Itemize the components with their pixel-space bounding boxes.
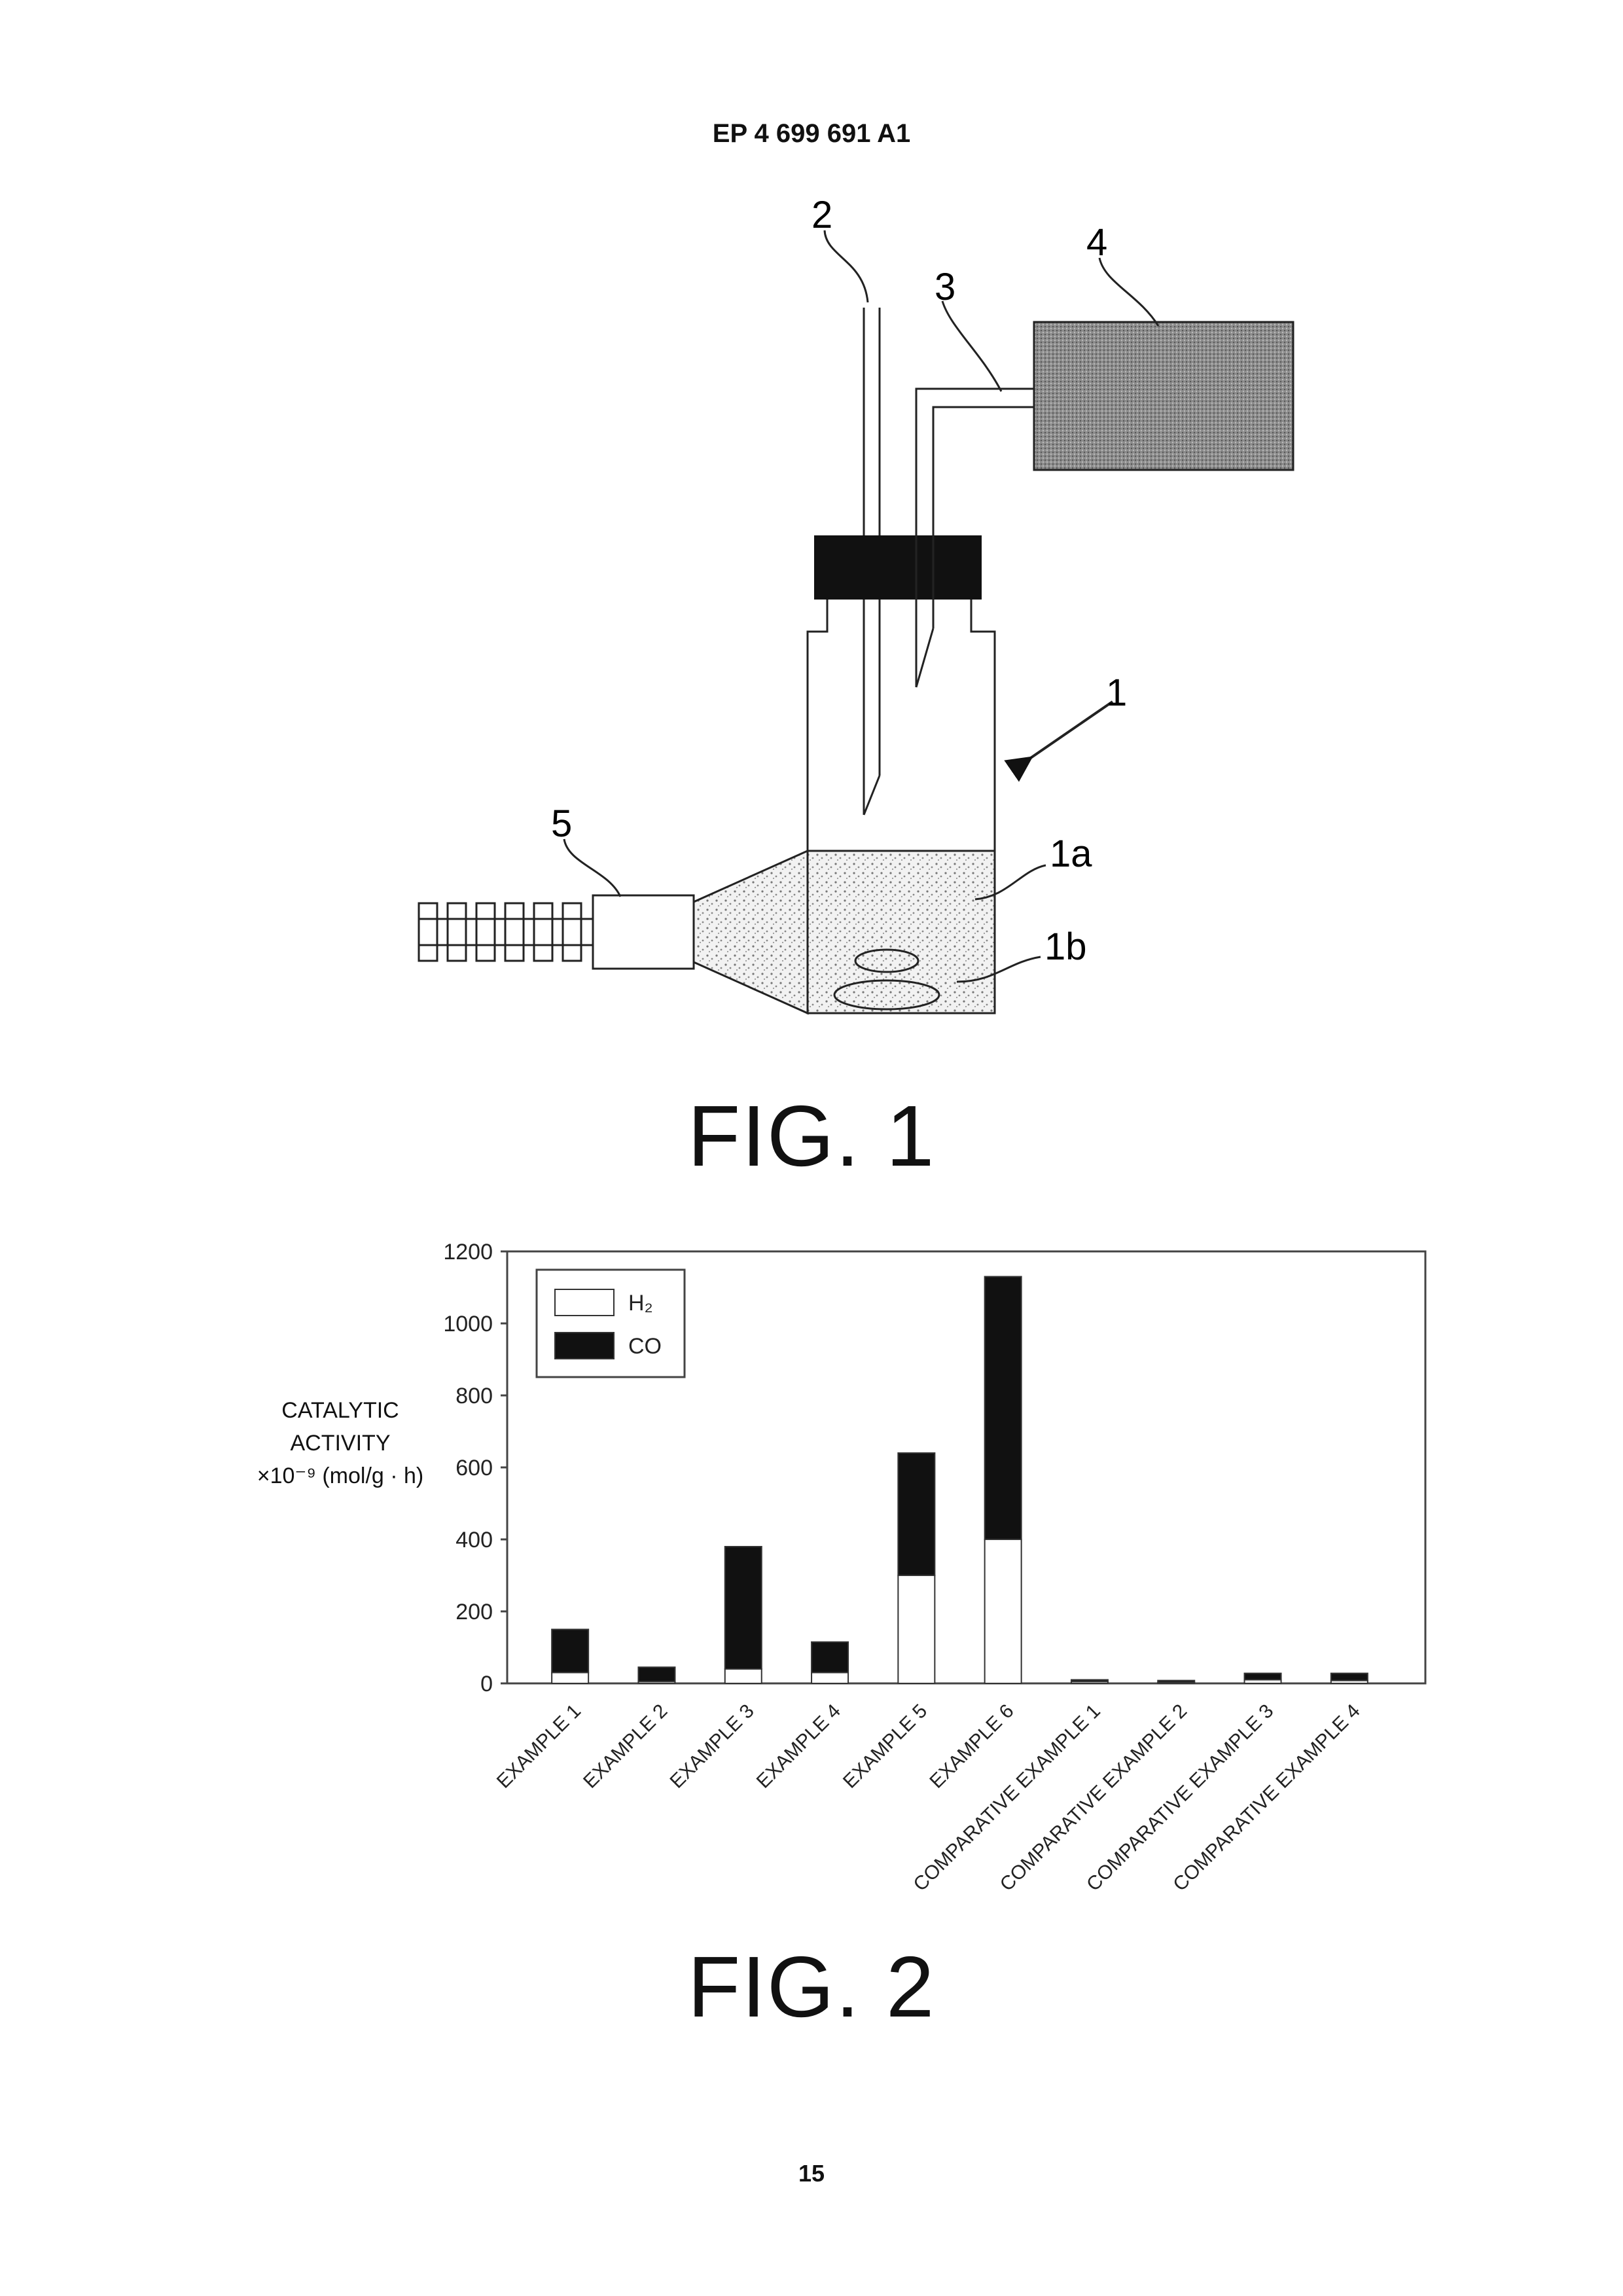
legend-box [537,1270,685,1377]
x-tick-label: COMPARATIVE EXAMPLE 4 [1169,1700,1364,1895]
x-tick-label: EXAMPLE 5 [839,1700,931,1793]
x-tick-label: EXAMPLE 1 [493,1700,585,1793]
figure-2-caption: FIG. 2 [0,1937,1623,2036]
bar-co [552,1630,588,1673]
bar-h2 [552,1673,588,1684]
y-tick-label: 1200 [443,1240,493,1265]
bar-co [812,1642,848,1673]
bar-co [638,1667,675,1681]
legend-swatch [555,1289,614,1316]
x-tick-label: COMPARATIVE EXAMPLE 3 [1082,1700,1277,1895]
bar-h2 [985,1539,1022,1683]
y-tick-label: 600 [455,1456,493,1480]
bar-co [1245,1674,1281,1680]
page-number: 15 [0,2160,1623,2187]
x-tick-label: EXAMPLE 3 [666,1700,758,1793]
y-tick-label: 1000 [443,1312,493,1336]
legend-label: H₂ [628,1291,653,1316]
bar-co [985,1277,1022,1540]
figure-2-bar-chart: 020040060080010001200EXAMPLE 1EXAMPLE 2E… [0,0,1623,1964]
bar-co [898,1453,935,1575]
legend-swatch [555,1333,614,1359]
bar-co [1158,1681,1194,1683]
x-tick-label: EXAMPLE 2 [579,1700,671,1793]
y-tick-label: 0 [480,1672,493,1696]
y-tick-label: 400 [455,1528,493,1552]
bar-h2 [898,1575,935,1683]
legend-label: CO [628,1334,662,1359]
bar-co [1331,1674,1368,1681]
bar-co [725,1547,762,1669]
x-tick-label: COMPARATIVE EXAMPLE 1 [910,1700,1105,1895]
x-tick-label: EXAMPLE 6 [925,1700,1018,1793]
y-tick-label: 200 [455,1600,493,1624]
x-tick-label: EXAMPLE 4 [753,1700,845,1793]
bar-h2 [812,1673,848,1684]
y-tick-label: 800 [455,1384,493,1408]
bar-co [1071,1680,1108,1682]
x-tick-label: COMPARATIVE EXAMPLE 2 [996,1700,1191,1895]
bar-h2 [725,1669,762,1683]
